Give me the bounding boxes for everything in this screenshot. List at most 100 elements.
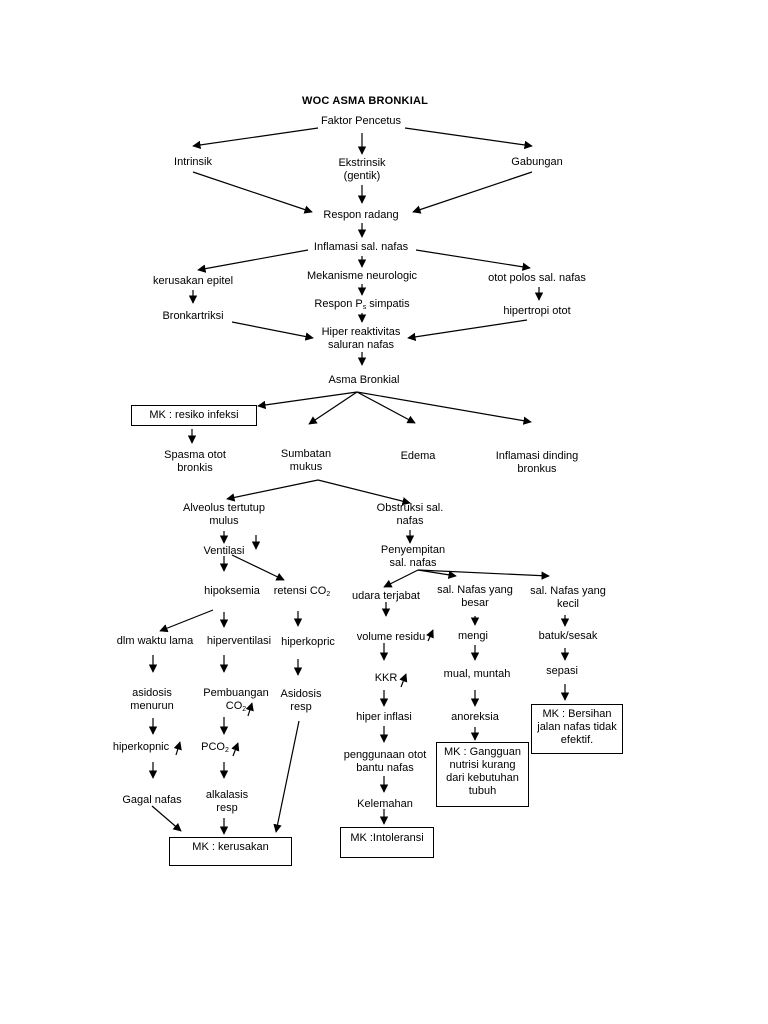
node-volume-residu: volume residu bbox=[356, 631, 426, 643]
node-mekanisme-neurologic: Mekanisme neurologic bbox=[306, 270, 418, 282]
node-ekstrinsik-line1: Ekstrinsik bbox=[338, 157, 386, 169]
node-kerusakan-epitel: kerusakan epitel bbox=[152, 275, 234, 287]
respon-ps-rest: simpatis bbox=[366, 298, 410, 310]
node-spasma-line2: bronkis bbox=[177, 462, 213, 474]
node-kelemahan: Kelemahan bbox=[357, 798, 413, 810]
node-inflamasi-dinding-line1: Inflamasi dinding bbox=[495, 450, 579, 462]
node-inflamasi-dinding-bronkus: Inflamasi dinding bronkus bbox=[496, 450, 579, 476]
node-hiperkopnic: hiperkopnic bbox=[112, 741, 170, 753]
node-mengi: mengi bbox=[458, 630, 488, 642]
mk-intoleransi-box: MK :Intoleransi bbox=[340, 827, 434, 858]
mk-bersihan-line3: efektif. bbox=[560, 734, 594, 746]
node-gabungan: Gabungan bbox=[511, 156, 563, 168]
node-penyempitan-sal-nafas: Penyempitan sal. nafas bbox=[381, 544, 445, 570]
mk-bersihan-line1: MK : Bersihan bbox=[542, 708, 612, 720]
mk-kerusakan-box: MK : kerusakan bbox=[169, 837, 292, 866]
node-respon-ps-simpatis: Respon Ps simpatis bbox=[314, 298, 409, 314]
node-anoreksia: anoreksia bbox=[451, 711, 499, 723]
node-hiperventilasi: hiperventilasi bbox=[206, 635, 272, 647]
node-pembuangan-line2: CO2 bbox=[203, 700, 268, 716]
node-intrinsik: Intrinsik bbox=[174, 156, 212, 168]
node-obstruksi-sal-nafas: Obstruksi sal. nafas bbox=[377, 502, 444, 528]
node-obstruksi-line1: Obstruksi sal. bbox=[376, 502, 444, 514]
retensi-co2-sub: 2 bbox=[326, 591, 331, 598]
mk-gangguan-line2: nutrisi kurang bbox=[449, 759, 516, 771]
node-mual-muntah: mual, muntah bbox=[443, 668, 511, 680]
node-asidosis-menurun-line2: menurun bbox=[130, 700, 174, 712]
node-asidosis-resp-line2: resp bbox=[290, 701, 312, 713]
mk-bersihan-jalan-nafas-box: MK : Bersihan jalan nafas tidak efektif. bbox=[531, 704, 623, 754]
pco2-sub: 2 bbox=[224, 747, 229, 754]
node-hiper-reaktivitas-line1: Hiper reaktivitas bbox=[321, 326, 401, 338]
node-hiper-inflasi: hiper inflasi bbox=[356, 711, 412, 723]
node-penggunaan-otot-bantu-nafas: penggunaan otot bantu nafas bbox=[344, 749, 427, 775]
node-edema: Edema bbox=[400, 450, 436, 462]
mk-gangguan-nutrisi-box: MK : Gangguan nutrisi kurang dari kebutu… bbox=[436, 742, 529, 807]
node-hiperkopric: hiperkopric bbox=[281, 636, 335, 648]
mk-bersihan-line2: jalan nafas tidak bbox=[537, 721, 617, 733]
node-obstruksi-line2: nafas bbox=[396, 515, 424, 527]
node-faktor-pencetus: Faktor Pencetus bbox=[320, 115, 402, 127]
node-nafas-kecil-line1: sal. Nafas yang bbox=[530, 585, 606, 597]
node-alveolus-tertutup: Alveolus tertutup mulus bbox=[183, 502, 265, 528]
node-alveolus-line1: Alveolus tertutup bbox=[183, 502, 265, 514]
respon-ps-sub: s bbox=[362, 304, 367, 311]
node-retensi-co2: retensi CO2 bbox=[274, 585, 330, 601]
node-kkr: KKR bbox=[374, 672, 398, 684]
node-asma-bronkial: Asma Bronkial bbox=[328, 374, 400, 386]
node-asidosis-menurun: asidosis menurun bbox=[130, 687, 173, 713]
node-inflamasi-sal-nafas: Inflamasi sal. nafas bbox=[313, 241, 409, 253]
node-alkalasis-resp: alkalasis resp bbox=[206, 789, 248, 815]
node-hipoksemia: hipoksemia bbox=[204, 585, 260, 597]
retensi-co2-main: retensi CO bbox=[273, 585, 327, 597]
node-pembuangan-co2: Pembuangan CO2 bbox=[203, 687, 268, 716]
node-alkalasis-line2: resp bbox=[216, 802, 238, 814]
node-pco2: PCO2 bbox=[201, 741, 229, 757]
node-sal-nafas-kecil: sal. Nafas yang kecil bbox=[530, 585, 606, 611]
node-bronkartriksi: Bronkartriksi bbox=[162, 310, 224, 322]
node-sumbatan-line2: mukus bbox=[289, 461, 323, 473]
node-alveolus-line2: mulus bbox=[209, 515, 239, 527]
node-sepasi: sepasi bbox=[546, 665, 578, 677]
node-ekstrinsik: Ekstrinsik (gentik) bbox=[338, 157, 385, 183]
node-nafas-besar-line2: besar bbox=[461, 597, 489, 609]
node-asidosis-resp-line1: Asidosis bbox=[280, 688, 322, 700]
node-nafas-kecil-line2: kecil bbox=[556, 598, 580, 610]
node-penggunaan-line2: bantu nafas bbox=[356, 762, 414, 774]
mk-gangguan-line3: dari kebutuhan bbox=[446, 772, 519, 784]
node-hipertropi-otot: hipertropi otot bbox=[503, 305, 571, 317]
respon-ps-main: Respon P bbox=[314, 298, 363, 310]
node-sal-nafas-besar: sal. Nafas yang besar bbox=[437, 584, 513, 610]
pembuangan-co2-main: CO bbox=[225, 700, 243, 712]
node-asidosis-menurun-line1: asidosis bbox=[132, 687, 172, 699]
node-sumbatan-mukus: Sumbatan mukus bbox=[281, 448, 331, 474]
node-otot-polos: otot polos sal. nafas bbox=[488, 272, 586, 284]
node-sumbatan-line1: Sumbatan bbox=[280, 448, 332, 460]
mk-resiko-infeksi-box: MK : resiko infeksi bbox=[131, 405, 257, 426]
node-spasma-otot-bronkis: Spasma otot bronkis bbox=[164, 449, 226, 475]
node-penggunaan-line1: penggunaan otot bbox=[343, 749, 427, 761]
diagram-title: WOC ASMA BRONKIAL bbox=[302, 95, 429, 107]
pembuangan-co2-sub: 2 bbox=[242, 706, 247, 713]
node-ekstrinsik-line2: (gentik) bbox=[343, 170, 381, 182]
node-respon-radang: Respon radang bbox=[323, 209, 399, 221]
node-gagal-nafas: Gagal nafas bbox=[122, 794, 182, 806]
node-asidosis-resp: Asidosis resp bbox=[281, 688, 322, 714]
node-hiper-reaktivitas: Hiper reaktivitas saluran nafas bbox=[322, 326, 401, 352]
node-ventilasi: Ventilasi bbox=[203, 545, 245, 557]
pco2-main: PCO bbox=[201, 741, 225, 753]
node-inflamasi-dinding-line2: bronkus bbox=[517, 463, 557, 475]
node-hiper-reaktivitas-line2: saluran nafas bbox=[327, 339, 395, 351]
node-nafas-besar-line1: sal. Nafas yang bbox=[437, 584, 513, 596]
node-pembuangan-line1: Pembuangan bbox=[203, 687, 269, 699]
mk-gangguan-line1: MK : Gangguan bbox=[443, 746, 522, 758]
mk-gangguan-line4: tubuh bbox=[468, 785, 497, 797]
node-spasma-line1: Spasma otot bbox=[164, 449, 226, 461]
node-dlm-waktu-lama: dlm waktu lama bbox=[116, 635, 194, 647]
node-penyempitan-line1: Penyempitan bbox=[380, 544, 446, 556]
node-penyempitan-line2: sal. nafas bbox=[389, 557, 437, 569]
node-alkalasis-line1: alkalasis bbox=[205, 789, 249, 801]
node-batuk-sesak: batuk/sesak bbox=[538, 630, 598, 642]
